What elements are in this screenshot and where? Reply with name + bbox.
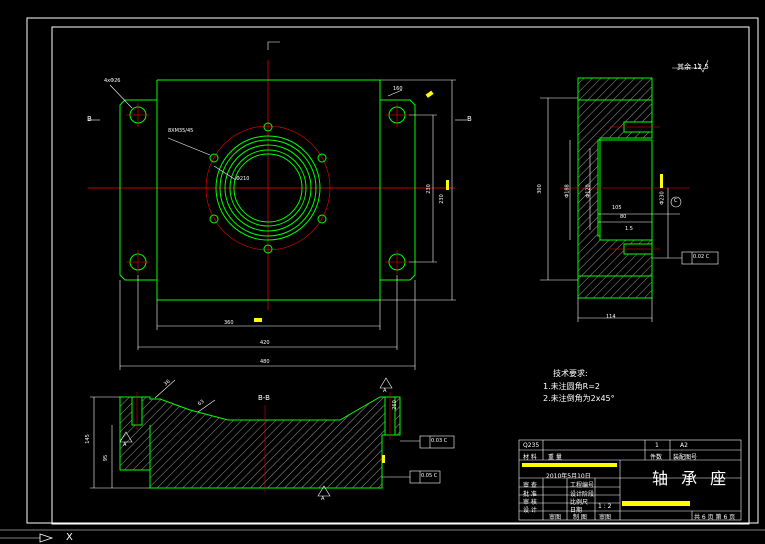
tb-scale: 1 : 2 bbox=[598, 503, 612, 510]
arrow-a-left: A bbox=[123, 442, 127, 448]
dim-95: 95 bbox=[103, 454, 110, 462]
parallel-tol: 0.05 C bbox=[421, 473, 438, 479]
dim-15: 1.5 bbox=[625, 226, 633, 232]
dim-230a: 230 bbox=[425, 184, 432, 194]
tb-draftsman: 制 图 bbox=[573, 514, 587, 521]
tb-col2-0: 工程编号 bbox=[570, 482, 595, 489]
dim-480: 480 bbox=[260, 359, 270, 365]
drawing-title: 轴 承 座 bbox=[652, 469, 731, 488]
tb-sheet: 共 6 页 第 6 页 bbox=[694, 514, 736, 521]
tb-size: A2 bbox=[680, 442, 688, 449]
dim-300: 300 bbox=[536, 184, 543, 194]
arrow-a-bottom: A bbox=[321, 496, 325, 502]
section-marker-left: B bbox=[87, 115, 92, 123]
tb-parts: 件数 bbox=[650, 454, 663, 461]
tb-drawing-no: 装配图号 bbox=[673, 454, 698, 461]
side-view bbox=[540, 59, 719, 322]
command-arrow-icon bbox=[39, 533, 54, 543]
tb-weight: 重 量 bbox=[548, 454, 562, 461]
tb-col2-2: 比例尺 bbox=[570, 499, 589, 506]
tb-date: 2010年5月10日 bbox=[546, 473, 591, 480]
dim-420: 420 bbox=[260, 340, 270, 346]
flatness-tol: 0.02 C bbox=[693, 254, 710, 260]
dim-114: 114 bbox=[606, 314, 616, 320]
tb-qty: 1 bbox=[655, 442, 659, 449]
tb-row-0: 审 查 bbox=[523, 482, 537, 489]
tech-req-heading: 技术要求: bbox=[553, 369, 588, 378]
dim-230c: Φ230 bbox=[659, 191, 666, 205]
tb-approver: 审图 bbox=[599, 514, 612, 521]
surface-finish-note: 其余 12.5 bbox=[677, 63, 709, 71]
dim-80: 80 bbox=[620, 214, 627, 220]
tb-col2-1: 设计阶段 bbox=[570, 491, 595, 498]
perp-tol: 0.03 C bbox=[431, 438, 448, 444]
tb-col2-3: 日期 bbox=[570, 507, 583, 514]
dim-360: 360 bbox=[224, 320, 234, 326]
section-marker-right: B bbox=[467, 115, 472, 123]
sheet-border-outer bbox=[26, 17, 759, 524]
plan-view bbox=[88, 41, 467, 370]
title-block-yellow-bar bbox=[522, 463, 617, 467]
dim-160: 160 bbox=[393, 86, 403, 92]
tb-material-label: 材 料 bbox=[523, 454, 537, 461]
tb-designer: 审图 bbox=[549, 514, 562, 521]
sheet-border-inner bbox=[51, 26, 750, 525]
dim-phi-inner: Φ210 bbox=[236, 176, 250, 182]
dim-120: Φ120 bbox=[585, 184, 592, 198]
tb-row-3: 设 计 bbox=[523, 507, 537, 514]
dim-thread: 8XM35/45 bbox=[168, 128, 194, 134]
dim-188: Φ188 bbox=[564, 184, 571, 198]
command-prompt[interactable]: X bbox=[66, 532, 73, 543]
tech-req-line2: 2.未注倒角为2x45° bbox=[543, 394, 615, 403]
section-view bbox=[90, 377, 455, 497]
tech-req-line1: 1.未注圆角R=2 bbox=[543, 382, 600, 391]
dim-230b: 230 bbox=[438, 194, 445, 204]
tb-row-1: 批 准 bbox=[523, 491, 537, 498]
dim-145: 145 bbox=[84, 434, 91, 444]
dim-hole-4: 4xΦ26 bbox=[104, 78, 121, 84]
title-block-yellow-bar-2 bbox=[622, 501, 690, 506]
arrow-a-right: A bbox=[383, 388, 387, 394]
section-title: B-B bbox=[258, 394, 270, 402]
tb-row-2: 审 核 bbox=[523, 499, 537, 506]
tb-material: Q235 bbox=[523, 442, 540, 449]
dim-260: 260 bbox=[391, 400, 398, 410]
dim-105: 105 bbox=[612, 205, 622, 211]
datum-c: C bbox=[674, 198, 678, 204]
title-block bbox=[518, 439, 742, 521]
